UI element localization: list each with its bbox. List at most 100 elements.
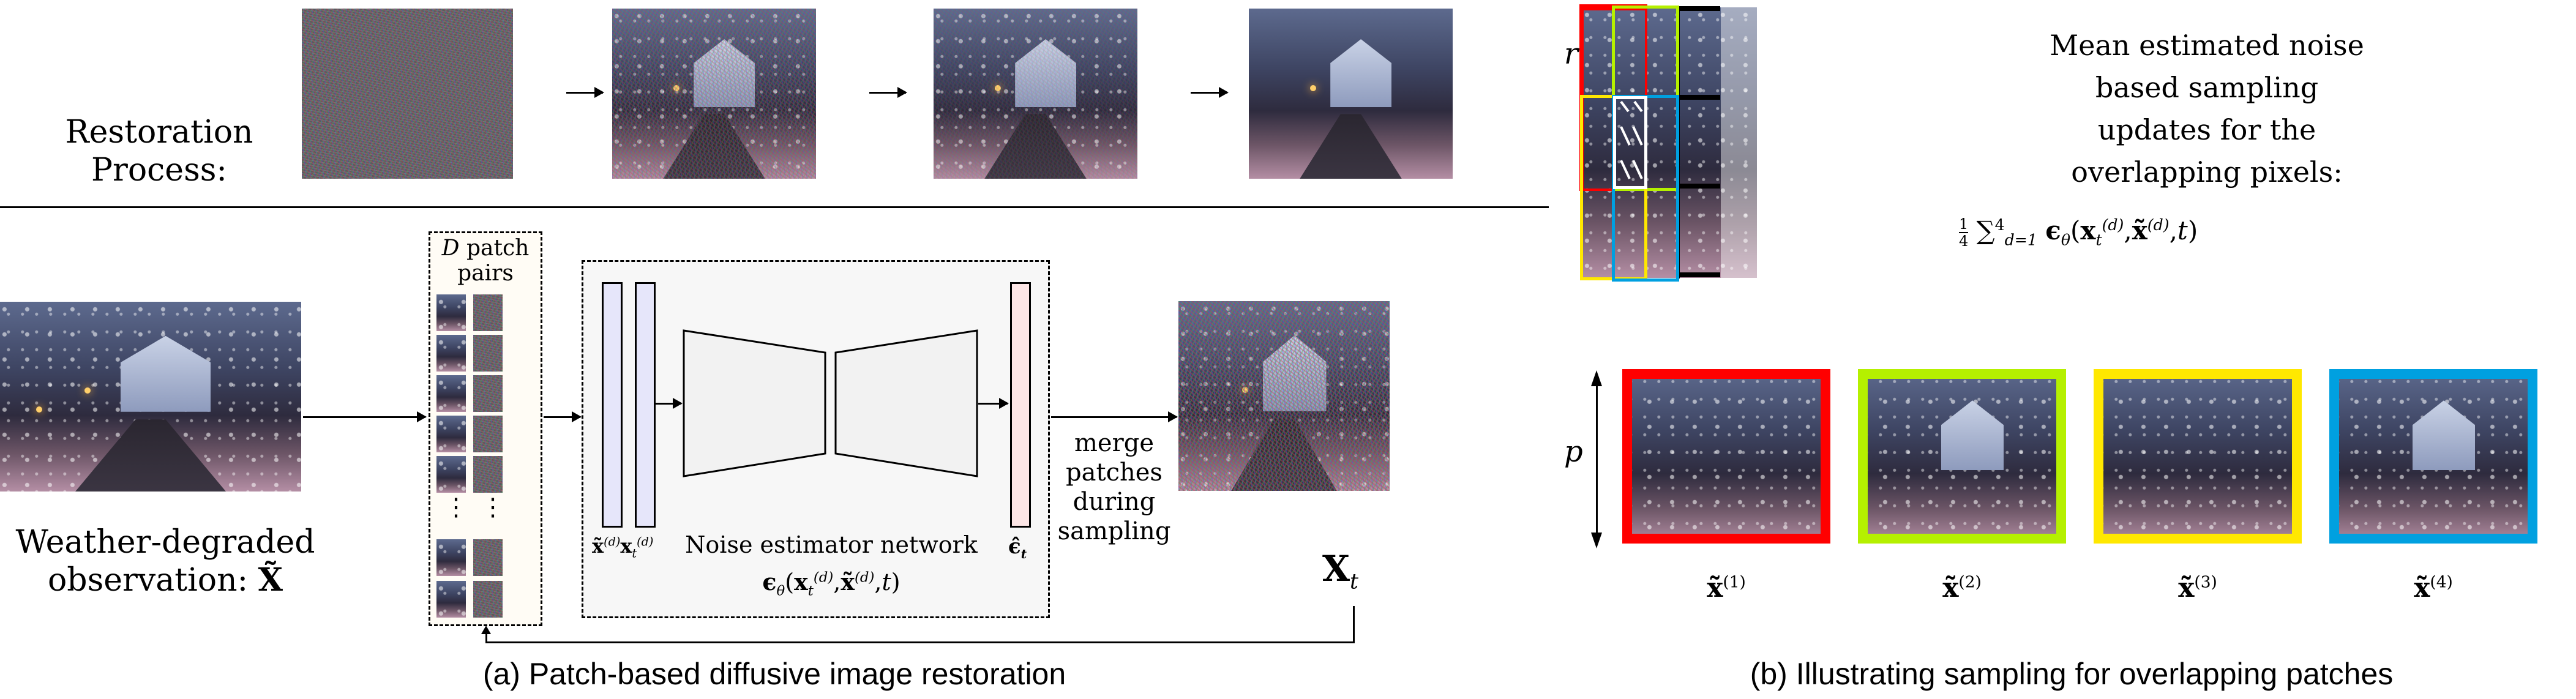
input-symbol: X̃ (258, 561, 283, 599)
x-tilde: x̃ (1942, 572, 1959, 604)
noisy-patch (473, 335, 503, 372)
noisy-patch (473, 416, 503, 452)
noisy-patch (473, 294, 503, 331)
restoration-step-image-1 (612, 9, 816, 179)
grid-line (1679, 272, 1720, 277)
restored-image (1249, 9, 1453, 179)
noisy-patch (473, 456, 503, 493)
grid-line (1679, 6, 1720, 11)
input-layer-x-tilde (602, 282, 623, 528)
sup-d: (d) (2147, 216, 2170, 234)
clean-patch (436, 581, 466, 618)
network-formula: ϵθ(xt(d),x̃(d),t) (681, 568, 981, 599)
patch-1-border (1622, 369, 1830, 544)
comma: , (2124, 215, 2132, 245)
patch-2-border (1858, 369, 2066, 544)
x-symbol: X (1322, 548, 1350, 589)
noisy-intermediate-image (1178, 301, 1390, 491)
sub-t: t (1350, 569, 1358, 594)
patch-index: (2) (1958, 572, 1982, 592)
paren: ( (785, 569, 795, 596)
eps-hat: ϵ̂ (1008, 534, 1021, 559)
arrow-icon (869, 87, 907, 98)
p-label: p (1564, 435, 1583, 469)
caption-b: (b) Illustrating sampling for overlappin… (1750, 657, 2394, 691)
comma: , (874, 569, 882, 596)
patch-4-label: x̃(4) (2329, 572, 2537, 604)
clean-patch (436, 416, 466, 452)
patch-pairs-label-2: pairs (457, 261, 514, 286)
description-line: based sampling (2095, 71, 2319, 104)
arrow-icon (1051, 411, 1178, 422)
patch-1 (1622, 369, 1830, 544)
comma: , (833, 569, 841, 596)
sup-d: (d) (2102, 216, 2124, 234)
x-t-symbol: x (794, 568, 808, 596)
merge-label-line: merge (1074, 429, 1154, 457)
t-symbol: t (882, 569, 891, 596)
mean-noise-description: Mean estimated noise based sampling upda… (1843, 24, 2571, 193)
x-tilde-label: x̃ (592, 534, 604, 558)
merge-label-line: patches (1066, 458, 1163, 487)
frac-num: 1 (1959, 215, 1969, 233)
merge-label-line: sampling (1057, 517, 1171, 545)
x-tilde-symbol: x̃ (841, 568, 855, 596)
paren: ) (2187, 215, 2198, 245)
patch-count-var: D (441, 236, 460, 261)
r-label: r (1564, 37, 1578, 71)
clean-patch (436, 456, 466, 493)
noise-estimator-box: Noise estimator network ϵθ(xt(d),x̃(d),t… (582, 260, 1050, 618)
divider-line (0, 206, 1549, 208)
patch-2-label: x̃(2) (1858, 572, 2066, 604)
arrow-head-icon (481, 626, 491, 634)
patch-3-label: x̃(3) (2094, 572, 2302, 604)
patch-index: (4) (2430, 572, 2453, 592)
input-layer-x-t (635, 282, 656, 528)
paren: ) (891, 569, 900, 596)
feedback-line (485, 641, 1355, 643)
patch-index: (1) (1723, 572, 1746, 592)
sup-d: (d) (604, 534, 621, 549)
overlap-region (1613, 96, 1647, 189)
clean-patch (436, 539, 466, 576)
arrow-icon (656, 398, 683, 409)
merge-label-line: during (1073, 488, 1156, 516)
arrow-icon (978, 398, 1009, 409)
feedback-line (1353, 606, 1355, 643)
x-t-symbol: x (2080, 215, 2096, 245)
p-arrow-icon (1596, 376, 1598, 542)
arrow-head-icon (1591, 370, 1602, 386)
description-line: updates for the (2097, 113, 2316, 146)
sup-d: (d) (637, 534, 654, 549)
paren: ( (2070, 215, 2081, 245)
x-tilde: x̃ (2414, 572, 2430, 604)
patch-3-border (2094, 369, 2302, 544)
sub-t: t (2095, 231, 2102, 249)
comma: , (2169, 215, 2177, 245)
arrow-head-icon (1591, 533, 1602, 548)
arrow-icon (566, 87, 604, 98)
ellipsis: ⋮ (444, 493, 468, 521)
patch-1-label: x̃(1) (1622, 572, 1830, 604)
network-label: Noise estimator network (685, 531, 978, 558)
overlap-hatch-icon (1620, 100, 1643, 179)
x-tilde-symbol: x̃ (2132, 215, 2147, 245)
sup-d: (d) (855, 569, 875, 586)
grid-image (1582, 7, 1721, 278)
t-symbol: t (2177, 215, 2188, 245)
patch-pairs-label-1: patch (466, 236, 530, 261)
x-tilde: x̃ (2178, 572, 2195, 604)
weather-degraded-input-image (0, 302, 301, 492)
noisy-patch (473, 375, 503, 412)
grid-line (1679, 95, 1720, 100)
sum-upper: 4 (1994, 216, 2005, 234)
output-layer-eps (1010, 282, 1031, 528)
sub-t: t (807, 583, 814, 599)
arrow-icon (1191, 87, 1229, 98)
frac-den: 4 (1959, 233, 1969, 250)
sub-t: t (1020, 546, 1027, 561)
arrow-icon (303, 411, 427, 422)
